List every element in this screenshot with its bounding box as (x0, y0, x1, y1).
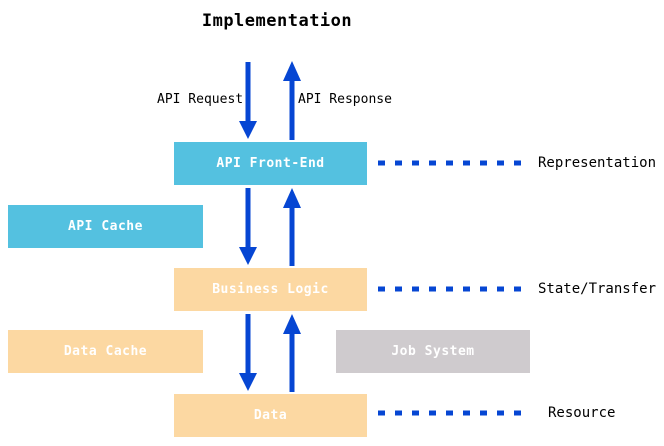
box-api-cache: API Cache (8, 205, 203, 248)
box-api-front-end: API Front-End (174, 142, 367, 185)
diagram-title: Implementation (201, 11, 353, 31)
box-business-logic: Business Logic (174, 268, 367, 311)
layer-label-state-transfer: State/Transfer (538, 281, 657, 297)
arrow-down-business-to-data (239, 314, 257, 391)
box-api-cache-label: API Cache (68, 219, 143, 234)
box-job-system-label: Job System (391, 344, 475, 359)
box-data-cache: Data Cache (8, 330, 203, 373)
box-business-logic-label: Business Logic (212, 282, 329, 297)
api-request-label: API Request (157, 92, 244, 107)
box-api-front-end-label: API Front-End (216, 156, 325, 171)
layer-label-representation: Representation (538, 155, 657, 171)
box-data-label: Data (253, 408, 288, 423)
arrow-down-frontend-to-business (239, 188, 257, 265)
box-data-cache-label: Data Cache (63, 344, 148, 359)
arrow-up-data-to-business (283, 314, 301, 392)
layer-label-resource: Resource (548, 405, 616, 421)
api-response-label: API Response (298, 92, 392, 107)
box-job-system: Job System (336, 330, 530, 373)
arrow-up-business-to-frontend (283, 188, 301, 266)
box-data: Data (174, 394, 367, 437)
